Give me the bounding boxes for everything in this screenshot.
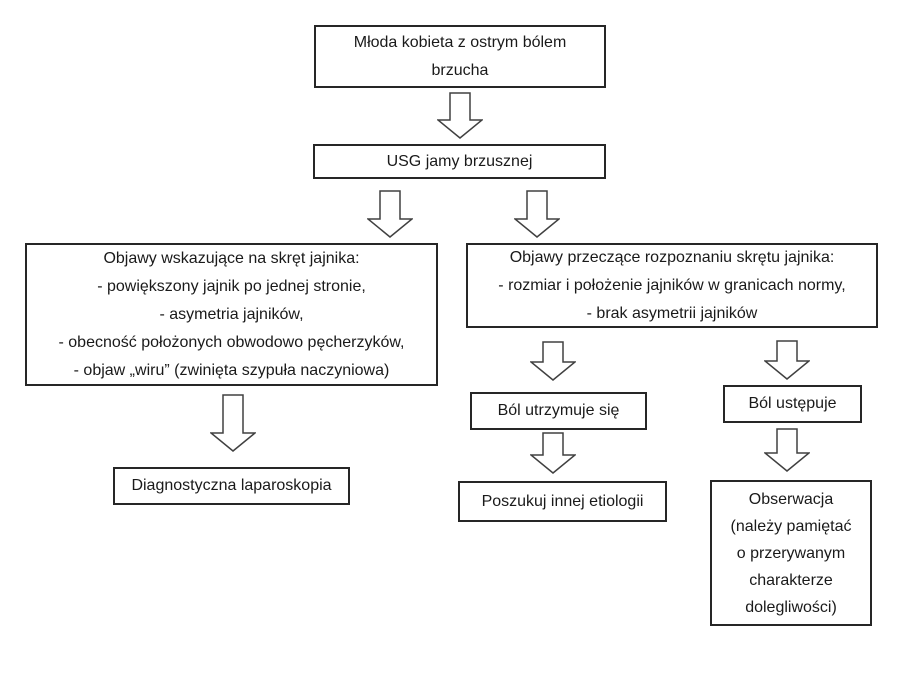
node-text-line: Obserwacja [748,490,834,508]
node-text-line: Diagnostyczna laparoskopia [131,477,332,494]
node-signs-indicating-torsion: Objawy wskazujące na skręt jajnika: - po… [25,243,438,386]
node-text-line: Objawy przeczące rozpoznaniu skrętu jajn… [509,248,835,266]
node-text-line: - rozmiar i położenie jajników w granica… [498,276,846,294]
node-observation: Obserwacja (należy pamiętać o przerywany… [710,480,872,626]
node-text-line: Objawy wskazujące na skręt jajnika: [103,249,360,267]
down-arrow-icon [530,341,576,381]
down-arrow-icon [437,92,483,139]
down-arrow-icon [530,432,576,474]
node-text-line: - powiększony jajnik po jednej stronie, [97,277,366,295]
down-arrow-icon [764,428,810,472]
node-text-line: charakterze [749,571,833,589]
node-text-line: - objaw „wiru” (zwinięta szypuła naczyni… [73,361,390,379]
node-text-line: Młoda kobieta z ostrym bólem [353,33,567,51]
node-text-line: brzucha [431,61,489,79]
node-text-line: Ból ustępuje [748,395,837,412]
node-text-line: Poszukuj innej etiologii [481,492,644,510]
node-text-line: dolegliwości) [745,598,837,616]
down-arrow-icon [210,394,256,452]
node-start-patient: Młoda kobieta z ostrym bólem brzucha [314,25,606,88]
node-seek-other-etiology: Poszukuj innej etiologii [458,481,667,522]
node-text-line: Ból utrzymuje się [497,402,620,419]
node-text-line: (należy pamiętać [730,517,852,535]
down-arrow-icon [764,340,810,380]
node-text-line: USG jamy brzusznej [386,152,533,170]
node-diagnostic-laparoscopy: Diagnostyczna laparoskopia [113,467,350,505]
down-arrow-icon [514,190,560,238]
node-text-line: - obecność położonych obwodowo pęcherzyk… [58,333,405,351]
node-pain-subsides: Ból ustępuje [723,385,862,423]
node-signs-contradicting-torsion: Objawy przeczące rozpoznaniu skrętu jajn… [466,243,878,328]
node-text-line: - brak asymetrii jajników [586,304,758,322]
node-text-line: - asymetria jajników, [159,305,304,323]
node-usg: USG jamy brzusznej [313,144,606,179]
node-text-line: o przerywanym [736,544,846,562]
node-pain-persists: Ból utrzymuje się [470,392,647,430]
down-arrow-icon [367,190,413,238]
